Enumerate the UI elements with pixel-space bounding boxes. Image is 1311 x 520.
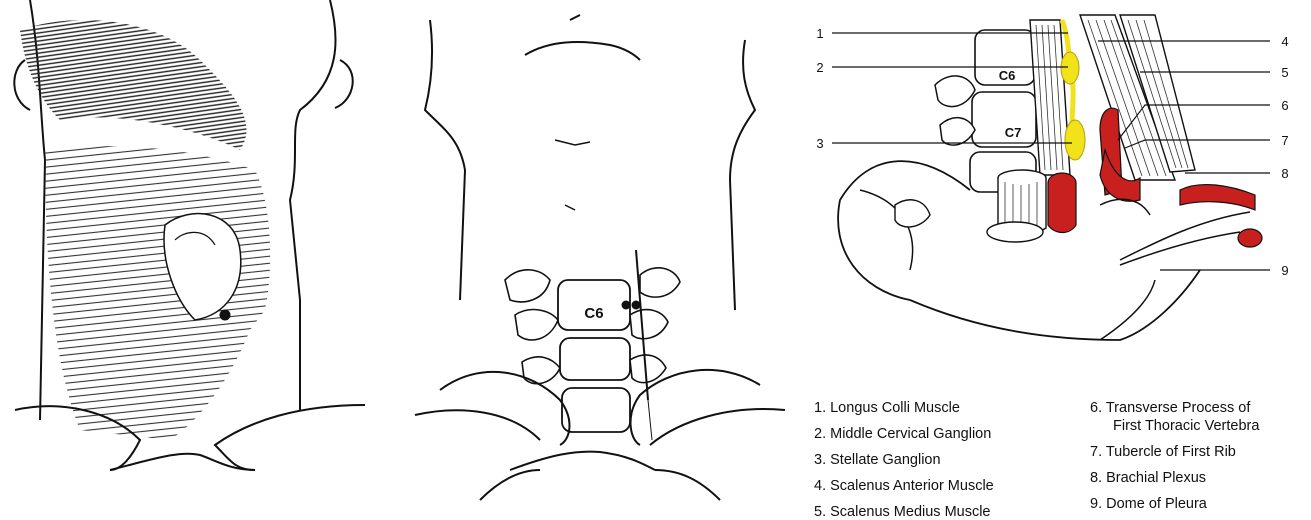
callout-9: 9 bbox=[1281, 263, 1288, 278]
callout-3: 3 bbox=[816, 136, 823, 151]
callout-4: 4 bbox=[1281, 34, 1288, 49]
callout-5: 5 bbox=[1281, 65, 1288, 80]
legend-item-3: 3. Stellate Ganglion bbox=[814, 447, 994, 473]
legend-left-column: 1. Longus Colli Muscle 2. Middle Cervica… bbox=[814, 395, 994, 520]
callout-1: 1 bbox=[816, 26, 823, 41]
c6-vertebra-label: C6 bbox=[584, 305, 603, 322]
injection-point-marker bbox=[220, 310, 231, 321]
legend-item-4: 4. Scalenus Anterior Muscle bbox=[814, 473, 994, 499]
c6-label: C6 bbox=[999, 68, 1016, 83]
callout-7: 7 bbox=[1281, 133, 1288, 148]
legend-item-9: 9. Dome of Pleura bbox=[1090, 491, 1259, 517]
legend-item-8: 8. Brachial Plexus bbox=[1090, 465, 1259, 491]
callout-8: 8 bbox=[1281, 166, 1288, 181]
callout-6: 6 bbox=[1281, 98, 1288, 113]
legend-right-column: 6. Transverse Process of First Thoracic … bbox=[1090, 395, 1259, 517]
callout-2: 2 bbox=[816, 60, 823, 75]
anatomy-detail-drawing: C6 C7 1 2 3 4 5 6 7 8 9 bbox=[800, 0, 1311, 380]
legend-item-7: 7. Tubercle of First Rib bbox=[1090, 439, 1259, 465]
legend-item-1: 1. Longus Colli Muscle bbox=[814, 395, 994, 421]
legend-item-6-continued: First Thoracic Vertebra bbox=[1090, 417, 1259, 435]
legend-item-5: 5. Scalenus Medius Muscle bbox=[814, 499, 994, 520]
neck-surface-drawing bbox=[0, 0, 400, 520]
legend-item-2: 2. Middle Cervical Ganglion bbox=[814, 421, 994, 447]
cervical-spine-drawing: C6 bbox=[400, 0, 800, 520]
c7-label: C7 bbox=[1005, 125, 1022, 140]
